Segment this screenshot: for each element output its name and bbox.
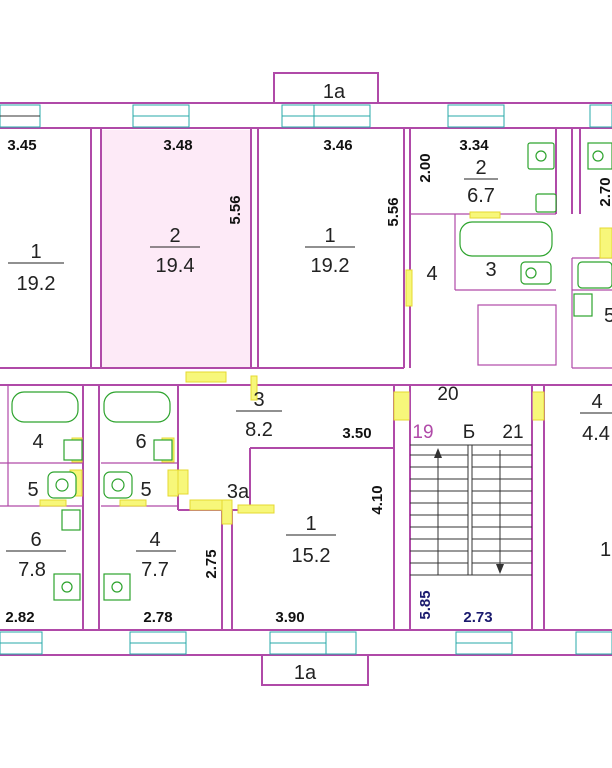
stair-label: Б bbox=[463, 422, 475, 443]
dim-2-82: 2.82 bbox=[5, 609, 34, 626]
stair-num-21: 21 bbox=[502, 422, 523, 443]
room-1-left-area: 19.2 bbox=[17, 273, 56, 295]
dim-2-78: 2.78 bbox=[143, 609, 172, 626]
dim-3-45: 3.45 bbox=[7, 137, 36, 154]
stair-down-arrow-icon bbox=[496, 564, 504, 574]
room-3a-num: 3a bbox=[227, 481, 250, 503]
room-3-bath-num: 3 bbox=[485, 259, 496, 281]
dim-3-34: 3.34 bbox=[459, 137, 489, 154]
dim-5-56-b: 5.56 bbox=[385, 197, 402, 226]
room-4-kitchen-num: 4 bbox=[149, 529, 160, 551]
dim-2-00: 2.00 bbox=[417, 153, 434, 182]
room-6-kitchen-area: 7.8 bbox=[18, 559, 46, 581]
room-3-hall-area: 8.2 bbox=[245, 419, 273, 441]
fixtures bbox=[11, 142, 612, 601]
room-1-mid-area: 19.2 bbox=[311, 255, 350, 277]
stairwell bbox=[409, 385, 533, 576]
dim-5-85: 5.85 bbox=[417, 590, 434, 619]
room-2-fill bbox=[101, 130, 251, 368]
dim-5-56-a: 5.56 bbox=[227, 195, 244, 224]
dim-3-46: 3.46 bbox=[323, 137, 352, 154]
room-1-mid-num: 1 bbox=[324, 225, 335, 247]
dim-4-10: 4.10 bbox=[369, 485, 386, 514]
room-4-right-num: 4 bbox=[591, 391, 602, 413]
room-1-bottom-area: 15.2 bbox=[292, 545, 331, 567]
room-6-bath-num: 6 bbox=[135, 431, 146, 453]
room-2-num: 2 bbox=[169, 225, 180, 247]
room-4-bath-num: 4 bbox=[32, 431, 43, 453]
windows bbox=[0, 104, 612, 655]
dim-2-73: 2.73 bbox=[463, 609, 492, 626]
bottom-balcony-label: 1a bbox=[294, 662, 317, 684]
room-6-kitchen-num: 6 bbox=[30, 529, 41, 551]
room-4-right-area: 4.4 bbox=[582, 423, 610, 445]
room-2-kitchen-num: 2 bbox=[475, 157, 486, 179]
dim-2-70: 2.70 bbox=[597, 177, 612, 206]
room-4-hall-num: 4 bbox=[426, 263, 437, 285]
room-2-kitchen-area: 6.7 bbox=[467, 185, 495, 207]
top-balcony-label: 1a bbox=[323, 81, 346, 103]
room-5-right-num: 5 bbox=[604, 305, 612, 327]
room-1-left-num: 1 bbox=[30, 241, 41, 263]
dim-3-50: 3.50 bbox=[342, 425, 371, 442]
dim-2-75: 2.75 bbox=[203, 549, 220, 578]
room-1-right-num: 1 bbox=[600, 539, 611, 561]
room-1-bottom-num: 1 bbox=[305, 513, 316, 535]
room-5-wc-mid-num: 5 bbox=[140, 479, 151, 501]
stair-num-20: 20 bbox=[437, 384, 458, 405]
stair-num-19: 19 bbox=[412, 422, 433, 443]
dim-3-90: 3.90 bbox=[275, 609, 304, 626]
stair-up-arrow-icon bbox=[434, 448, 442, 458]
dim-3-48: 3.48 bbox=[163, 137, 192, 154]
room-5-wc-left-num: 5 bbox=[27, 479, 38, 501]
room-4-kitchen-area: 7.7 bbox=[141, 559, 169, 581]
room-2-area: 19.4 bbox=[156, 255, 195, 277]
room-3-hall-num: 3 bbox=[253, 389, 264, 411]
